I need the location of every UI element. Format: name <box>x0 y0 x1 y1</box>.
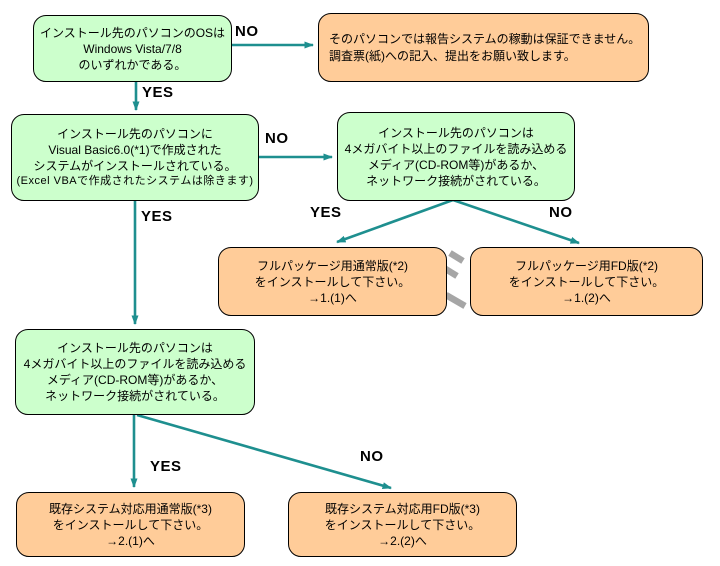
node-line: のいずれかである。 <box>78 57 187 72</box>
node-line: インストール先のパソコンは <box>57 341 213 355</box>
node-line: そのパソコンでは報告システムの稼動は保証できません。 <box>329 31 641 46</box>
node-existing-system-normal: 既存システム対応用通常版(*3) をインストールして下さい。 →2.(1)へ <box>16 492 245 557</box>
node-line: インストール先のパソコンは <box>378 125 534 140</box>
node-line: をインストールして下さい。 <box>324 517 481 532</box>
node-media-check-left: インストール先のパソコンは 4メガバイト以上のファイルを読み込める メディア(C… <box>15 329 255 415</box>
node-line: ネットワーク接続がされている。 <box>366 173 546 188</box>
arrow-media-left-no <box>136 413 392 490</box>
node-line: (Excel VBAで作成されたシステムは除きます) <box>16 175 254 187</box>
node-line: Windows Vista/7/8 <box>83 41 182 56</box>
node-not-guaranteed: そのパソコンでは報告システムの稼動は保証できません。 調査票(紙)への記入、提出… <box>318 13 649 82</box>
node-line: システムがインストールされている。 <box>33 159 237 173</box>
torn-separator <box>442 250 467 309</box>
node-line: をインストールして下さい。 <box>254 274 411 289</box>
node-line: フルパッケージ用通常版(*2) <box>256 258 409 273</box>
node-line: メディア(CD-ROM等)があるか、 <box>367 157 545 172</box>
node-full-package-normal: フルパッケージ用通常版(*2) をインストールして下さい。 →1.(1)へ <box>218 247 447 316</box>
node-existing-system-fd: 既存システム対応用FD版(*3) をインストールして下さい。 →2.(2)へ <box>288 492 517 557</box>
node-line: Visual Basic6.0(*1)で作成された <box>48 143 222 157</box>
node-line: インストール先のパソコンのOSは <box>39 25 226 40</box>
node-line: ネットワーク接続がされている。 <box>45 389 225 403</box>
node-line: をインストールして下さい。 <box>508 274 665 289</box>
node-line: 既存システム対応用通常版(*3) <box>49 501 212 516</box>
node-line: メディア(CD-ROM等)があるか、 <box>46 373 224 387</box>
node-line: 4メガバイト以上のファイルを読み込める <box>23 357 247 371</box>
edge-label-media-left-no: NO <box>360 448 384 465</box>
edge-label-vb6-yes: YES <box>141 208 173 225</box>
edge-label-media-right-no: NO <box>549 204 573 221</box>
node-line: フルパッケージ用FD版(*2) <box>514 258 659 273</box>
node-line: 既存システム対応用FD版(*3) <box>325 501 480 516</box>
node-full-package-fd: フルパッケージ用FD版(*2) をインストールして下さい。 →1.(2)へ <box>470 247 703 316</box>
edge-label-media-right-yes: YES <box>310 204 342 221</box>
edge-label-media-left-yes: YES <box>150 458 182 475</box>
arrow-media-right-yes <box>336 198 454 244</box>
node-line: →2.(1)へ <box>106 533 155 548</box>
node-os-check: インストール先のパソコンのOSは Windows Vista/7/8 のいずれか… <box>33 15 232 82</box>
node-vb6-check: インストール先のパソコンに Visual Basic6.0(*1)で作成された … <box>11 114 259 201</box>
node-line: 4メガバイト以上のファイルを読み込める <box>344 141 568 156</box>
edge-label-vb6-no: NO <box>265 130 289 147</box>
node-line: →2.(2)へ <box>378 533 427 548</box>
edge-label-os-no: NO <box>235 23 259 40</box>
edge-label-os-yes: YES <box>142 84 174 101</box>
node-media-check-right: インストール先のパソコンは 4メガバイト以上のファイルを読み込める メディア(C… <box>337 112 575 201</box>
node-line: をインストールして下さい。 <box>52 517 209 532</box>
node-line: インストール先のパソコンに <box>57 127 213 141</box>
node-line: →1.(2)へ <box>562 290 611 305</box>
node-line: →1.(1)へ <box>308 290 357 305</box>
node-line: 調査票(紙)への記入、提出をお願い致します。 <box>329 48 576 63</box>
